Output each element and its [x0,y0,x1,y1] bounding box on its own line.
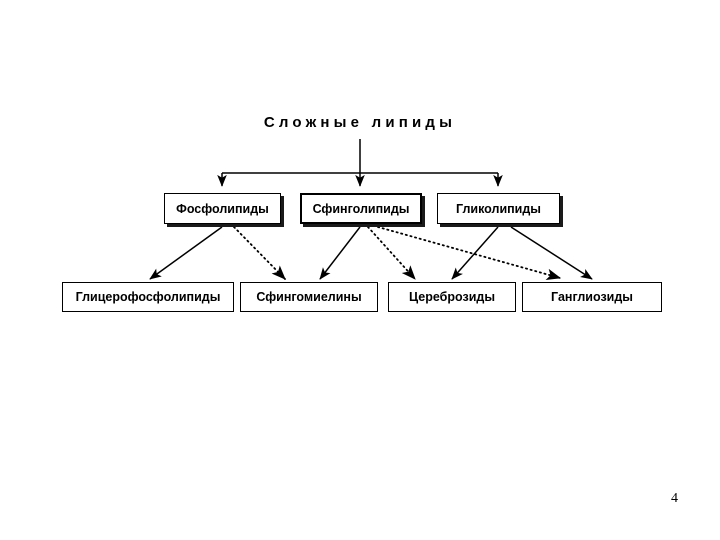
node-label: Ганглиозиды [551,290,633,304]
node-glycolipids[interactable]: Гликолипиды [437,193,560,224]
node-label: Цереброзиды [409,290,495,304]
node-phospholipids[interactable]: Фосфолипиды [164,193,281,224]
root-bus [222,139,498,174]
edge-sphingolipids-gangliosides [377,226,562,280]
node-label: Гликолипиды [456,201,541,216]
node-label: Сфингомиелины [256,290,362,304]
edge-phospholipids-glycerophospholipids [149,226,223,280]
edge-glycolipids-cerebrosides [451,226,499,280]
node-gangliosides[interactable]: Ганглиозиды [522,282,662,312]
node-sphingolipids[interactable]: Сфинголипиды [300,193,422,224]
edge-sphingolipids-sphingomyelins [319,226,361,280]
diagram-title: Сложные липиды [263,114,457,131]
node-cerebrosides[interactable]: Цереброзиды [388,282,516,312]
node-label: Фосфолипиды [176,201,269,216]
edge-sphingolipids-cerebrosides [367,226,416,280]
node-sphingomyelins[interactable]: Сфингомиелины [240,282,378,312]
node-label: Глицерофосфолипиды [75,290,221,304]
edge-phospholipids-sphingomyelins [233,226,286,280]
edge-glycolipids-gangliosides [510,226,593,280]
node-label: Сфинголипиды [312,201,410,216]
node-glycerophospholipids[interactable]: Глицерофосфолипиды [62,282,234,312]
page-number: 4 [671,491,678,506]
